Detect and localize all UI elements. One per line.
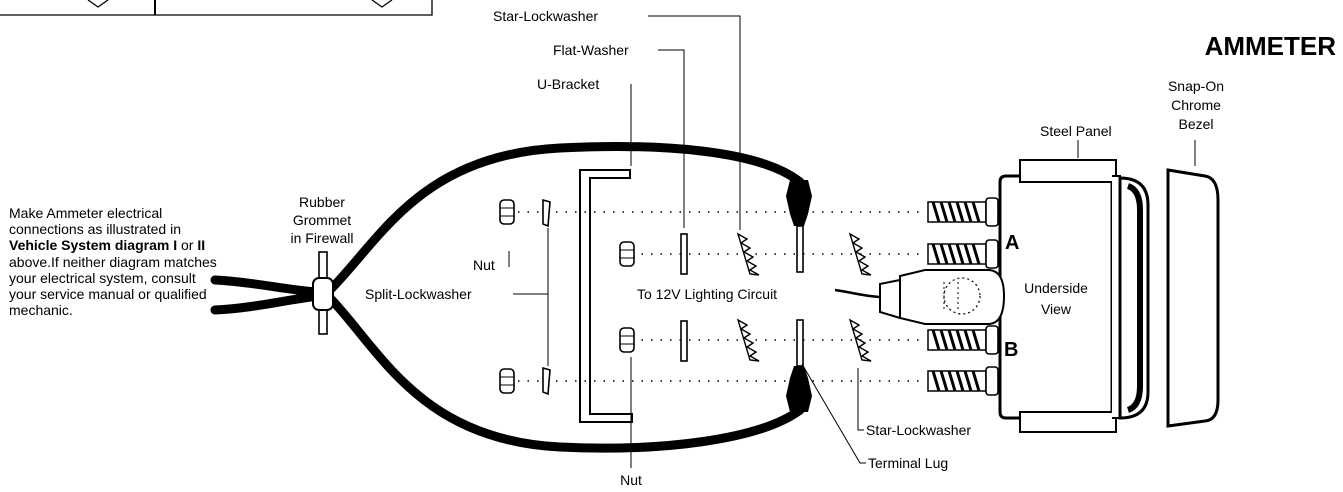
grommet-label-line2: Grommet — [293, 212, 351, 228]
underside-label-line2: View — [1041, 301, 1072, 317]
bezel-label-line1: Snap-On — [1168, 78, 1224, 94]
note-bold-2: II — [197, 237, 206, 254]
terminal-a-label: A — [1005, 232, 1019, 254]
leader-lines — [508, 15, 1196, 468]
grommet-label-line1: Rubber — [299, 194, 345, 210]
bezel-label-line2: Chrome — [1171, 97, 1221, 113]
ammeter-gauge-icon — [998, 159, 1150, 433]
lamp-bulb-icon — [834, 269, 1006, 325]
connection-instructions: Make Ammeter electrical connections as i… — [9, 205, 219, 318]
nut-left-label: Nut — [473, 257, 495, 273]
threaded-stud-icon — [927, 197, 999, 396]
flat-washer-label: Flat-Washer — [553, 42, 629, 58]
note-text-1: Make Ammeter electrical connections as i… — [9, 205, 181, 238]
terminal-lug-icon — [786, 180, 812, 412]
flat-washer-icon — [680, 233, 688, 362]
note-bold-1: Vehicle System diagram I — [9, 237, 178, 254]
note-text-2: or — [177, 237, 198, 254]
underside-label-line1: Underside — [1024, 280, 1088, 296]
note-text-3: above.If neither diagram matches your el… — [9, 253, 217, 319]
rubber-grommet-icon — [312, 251, 334, 335]
previous-diagram-fragment — [0, 0, 433, 16]
wire-harness-icon — [210, 142, 805, 453]
grommet-label-line3: in Firewall — [290, 230, 353, 246]
terminal-b-label: B — [1004, 339, 1018, 361]
nut-bottom-label: Nut — [620, 472, 642, 488]
bezel-label-line3: Bezel — [1178, 116, 1213, 132]
diagram-title: AMMETER — [1205, 31, 1337, 61]
steel-panel-label: Steel Panel — [1040, 123, 1112, 139]
star-lockwasher-top-label: Star-Lockwasher — [493, 8, 598, 24]
chrome-bezel-icon — [1166, 168, 1220, 428]
lighting-circuit-label: To 12V Lighting Circuit — [637, 286, 777, 302]
u-bracket-label: U-Bracket — [537, 76, 599, 92]
terminal-lug-label: Terminal Lug — [868, 455, 948, 471]
split-lockwasher-icon — [542, 198, 551, 396]
star-lockwasher-bottom-label: Star-Lockwasher — [866, 422, 971, 438]
u-bracket-icon — [579, 169, 633, 423]
star-lockwasher-icon — [736, 232, 872, 362]
nut-icon — [499, 199, 635, 394]
split-lockwasher-label: Split-Lockwasher — [365, 286, 472, 302]
